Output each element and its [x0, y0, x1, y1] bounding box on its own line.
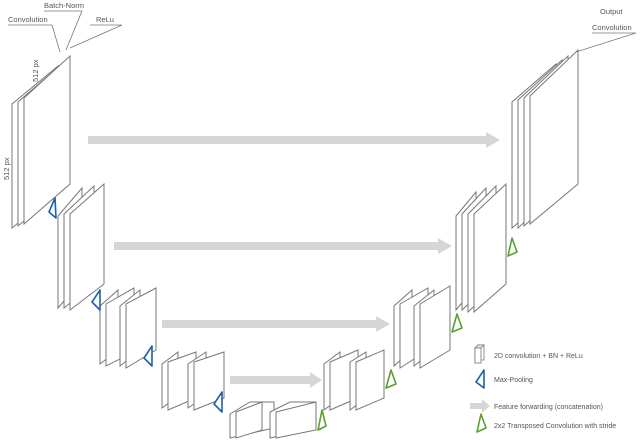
- encoder-4-slab-4: [193, 351, 225, 411]
- decoder-4-slab-4: [355, 349, 385, 411]
- decoder-3-slab-4: [419, 285, 451, 369]
- skip-arrow-level-2: [114, 238, 452, 254]
- legend-label: Max-Pooling: [494, 377, 533, 384]
- label-dim-height: 512 px: [2, 157, 11, 180]
- encoder-1-slab-3: [23, 54, 71, 226]
- label-dim-width: 512 px: [31, 59, 40, 82]
- transposed-conv-icon: [507, 237, 518, 257]
- output-convolution-leader: [575, 32, 637, 53]
- transposed-conv-icon: [476, 413, 487, 433]
- legend-item-block: 2D convolution + BN + ReLu: [474, 344, 583, 364]
- label-output-line1: Output: [600, 7, 623, 16]
- encoder-3-slab-4: [125, 287, 157, 369]
- max-pooling-icon: [143, 345, 153, 367]
- legend-label: 2x2 Transposed Convolution with stride: [494, 423, 616, 430]
- label-batch-norm: Batch-Norm: [44, 1, 84, 10]
- skip-arrow-level-4: [230, 372, 322, 388]
- upconv-markers: [317, 237, 518, 431]
- decoder-2-slab-4: [473, 182, 507, 314]
- legend-label: Feature forwarding (concatenation): [494, 404, 603, 411]
- label-convolution: Convolution: [8, 15, 48, 24]
- legend-item-transposed-conv: 2x2 Transposed Convolution with stride: [476, 413, 616, 433]
- bottleneck: [229, 401, 317, 439]
- encoder-level-1: [11, 54, 71, 230]
- decoder-level-3: [393, 285, 451, 369]
- transposed-conv-icon: [317, 409, 327, 431]
- decoder-level-2: [455, 182, 507, 314]
- convolution-leader: [8, 24, 61, 53]
- label-leader-lines: [8, 10, 637, 53]
- skip-arrow-level-3: [162, 316, 390, 332]
- decoder-level-1: [511, 48, 579, 230]
- legend-item-feature-forwarding: Feature forwarding (concatenation): [470, 399, 603, 413]
- transposed-conv-icon: [385, 369, 397, 389]
- legend-item-max-pooling: Max-Pooling: [475, 369, 533, 389]
- transposed-conv-icon: [451, 313, 463, 333]
- max-pooling-icon: [91, 289, 101, 311]
- decoder-level-4: [323, 349, 385, 411]
- encoder-2-slab-3: [69, 182, 105, 312]
- decoder-1-slab-4: [529, 48, 579, 226]
- label-output-line2: Convolution: [592, 23, 632, 32]
- block-icon: [474, 344, 485, 364]
- batch-norm-leader: [44, 10, 83, 51]
- label-relu: ReLu: [96, 15, 114, 24]
- bottleneck-slab-2: [235, 401, 263, 439]
- encoder-level-2: [57, 182, 105, 312]
- max-pooling-icon: [48, 197, 57, 219]
- max-pooling-icon: [213, 391, 223, 413]
- feature-forwarding-arrows: [88, 132, 500, 388]
- bottleneck-slab-4: [275, 401, 317, 439]
- legend: 2D convolution + BN + ReLu Max-Pooling F…: [470, 344, 616, 433]
- skip-arrow-level-1: [88, 132, 500, 148]
- max-pooling-icon: [475, 369, 485, 389]
- encoder-level-3: [99, 287, 157, 369]
- encoder-level-4: [161, 351, 225, 411]
- arrow-icon: [470, 399, 490, 413]
- max-pooling-markers: [48, 197, 223, 413]
- relu-leader: [69, 24, 123, 49]
- legend-label: 2D convolution + BN + ReLu: [494, 353, 583, 360]
